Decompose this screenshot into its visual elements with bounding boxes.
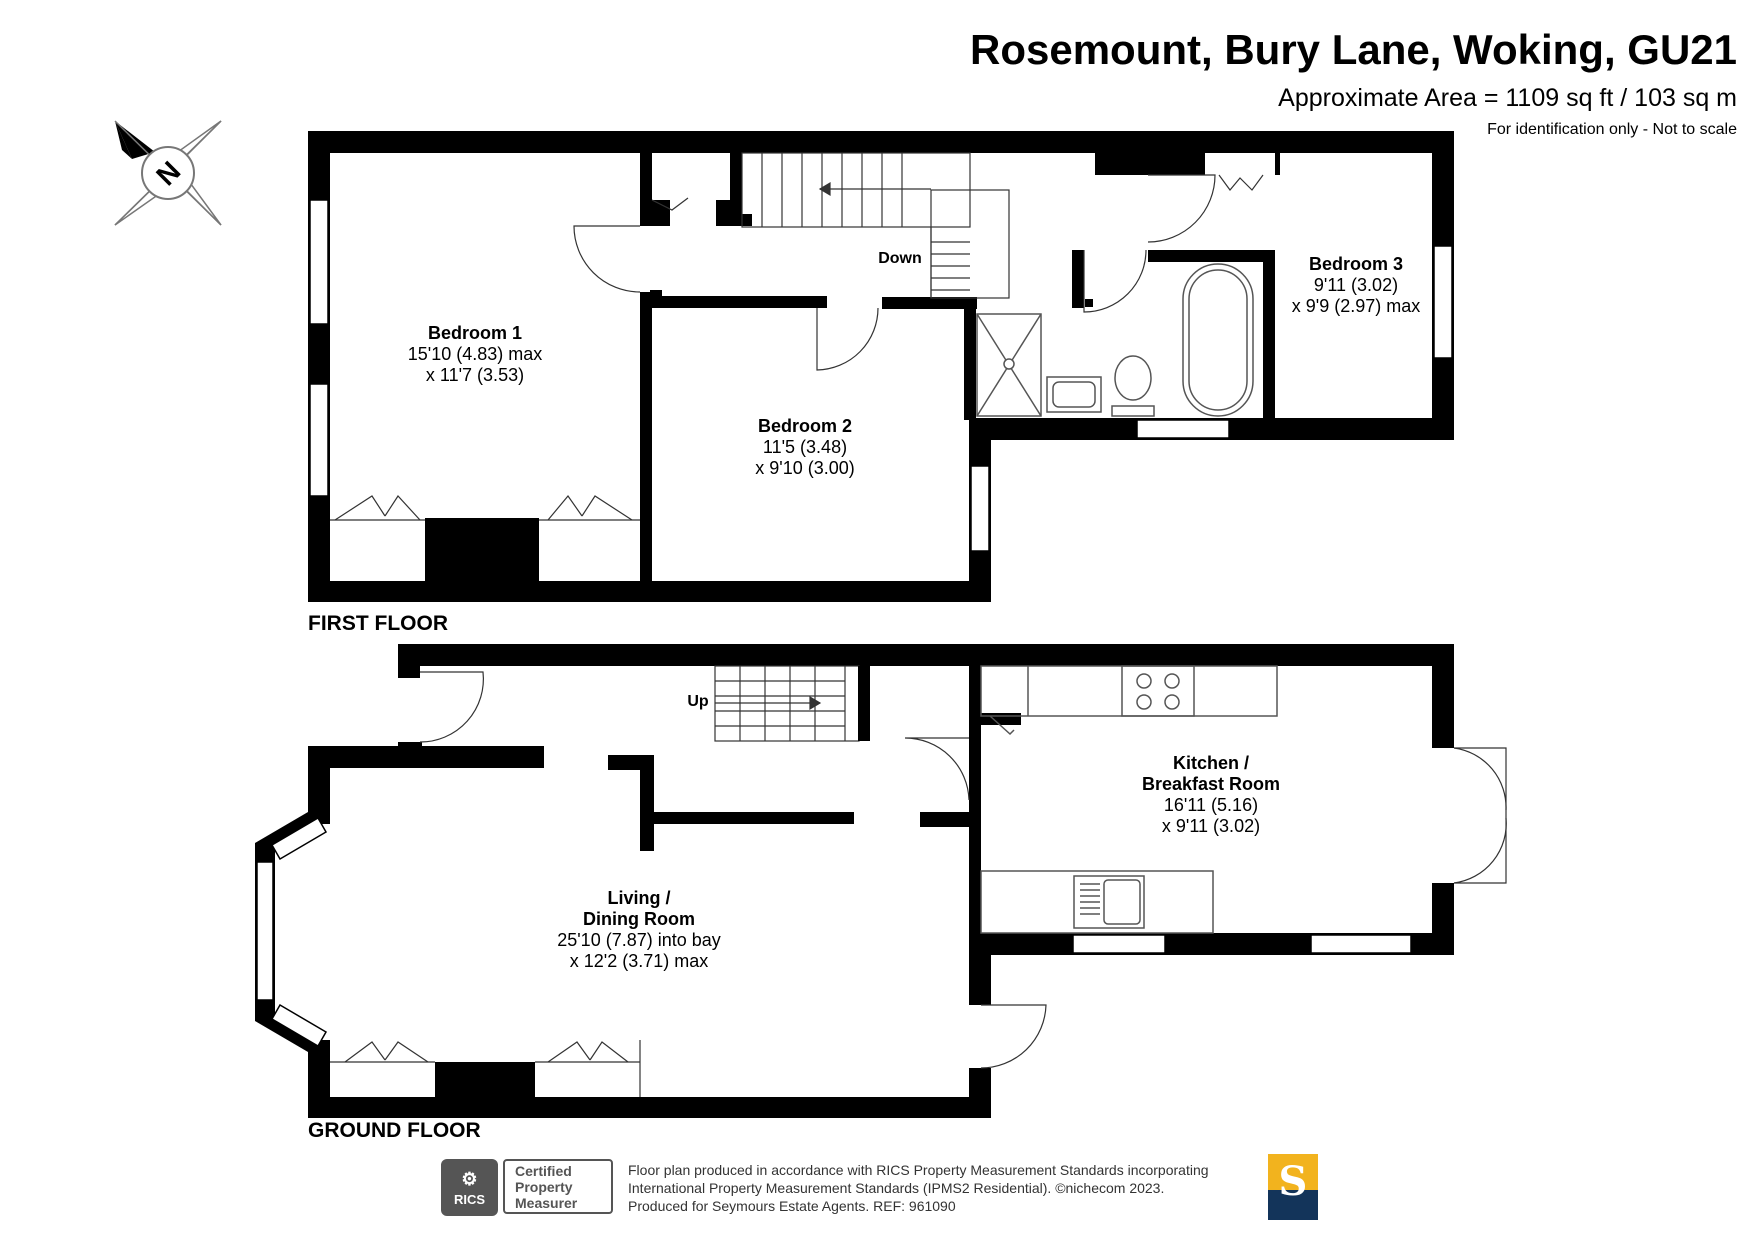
rics-logo: ⚙ RICS xyxy=(441,1159,498,1216)
footer-disclaimer: Floor plan produced in accordance with R… xyxy=(628,1161,1209,1215)
kitchen-fixtures xyxy=(980,665,1278,934)
bedroom1-wardrobes xyxy=(330,495,640,521)
room-name1-kitchen: Kitchen / xyxy=(1173,753,1249,773)
room-name2-living: Dining Room xyxy=(583,909,695,929)
room-name-bedroom3: Bedroom 3 xyxy=(1309,254,1403,274)
ground-floor-label: GROUND FLOOR xyxy=(308,1119,481,1142)
stairs-down-label: Down xyxy=(878,250,922,267)
footer-line1: Floor plan produced in accordance with R… xyxy=(628,1162,1209,1178)
room-name1-living: Living / xyxy=(608,888,671,908)
room-dim1-bedroom3: 9'11 (3.02) xyxy=(1314,275,1398,295)
bathroom-fixtures xyxy=(976,263,1254,417)
rics-logo-text: RICS xyxy=(453,1192,486,1207)
ground-floor-labels: Living / Dining Room 25'10 (7.87) into b… xyxy=(557,753,1280,971)
first-floor-label: FIRST FLOOR xyxy=(308,612,448,635)
footer-line2: International Property Measurement Stand… xyxy=(628,1180,1165,1196)
agent-logo: S xyxy=(1268,1154,1318,1220)
cert-line1: Certified xyxy=(515,1163,572,1179)
room-dim1-kitchen: 16'11 (5.16) xyxy=(1164,795,1258,815)
room-dim2-bedroom1: x 11'7 (3.53) xyxy=(426,365,524,385)
ground-floor-doors xyxy=(419,671,1507,1069)
room-dim2-living: x 12'2 (3.71) max xyxy=(570,951,709,971)
first-floor-stairs xyxy=(741,152,1010,299)
rics-badge: ⚙ RICS Certified Property Measurer xyxy=(441,1159,616,1216)
room-dim2-kitchen: x 9'11 (3.02) xyxy=(1162,816,1260,836)
footer-line3: Produced for Seymours Estate Agents. REF… xyxy=(628,1198,956,1214)
room-dim1-bedroom2: 11'5 (3.48) xyxy=(763,437,847,457)
compass-icon: N xyxy=(114,120,222,226)
room-dim1-bedroom1: 15'10 (4.83) max xyxy=(408,344,543,364)
room-dim2-bedroom3: x 9'9 (2.97) max xyxy=(1292,296,1421,316)
room-dim1-living: 25'10 (7.87) into bay xyxy=(557,930,721,950)
cert-line3: Measurer xyxy=(515,1195,578,1211)
room-name-bedroom2: Bedroom 2 xyxy=(758,416,852,436)
room-name2-kitchen: Breakfast Room xyxy=(1142,774,1280,794)
ground-floor-stairs xyxy=(714,665,860,742)
stairs-up-label: Up xyxy=(687,693,709,710)
first-floor-labels: Bedroom 1 15'10 (4.83) max x 11'7 (3.53)… xyxy=(408,254,1421,478)
rics-seal-icon: ⚙ xyxy=(461,1169,478,1189)
room-name-bedroom1: Bedroom 1 xyxy=(428,323,522,343)
room-dim2-bedroom2: x 9'10 (3.00) xyxy=(755,458,855,478)
cert-line2: Property xyxy=(515,1179,573,1195)
area-summary: Approximate Area = 1109 sq ft / 103 sq m xyxy=(1278,84,1737,112)
first-floor-doors xyxy=(573,174,1264,371)
first-floor-windows xyxy=(309,199,1453,552)
page-title: Rosemount, Bury Lane, Woking, GU21 xyxy=(970,26,1737,73)
agent-logo-letter: S xyxy=(1278,1158,1308,1205)
certified-measurer-badge: Certified Property Measurer xyxy=(503,1159,613,1214)
scale-note: For identification only - Not to scale xyxy=(1487,121,1737,138)
ground-floor-windows xyxy=(256,816,1412,1048)
ground-floor-walls xyxy=(255,644,1454,1118)
living-wardrobes xyxy=(330,1040,641,1097)
